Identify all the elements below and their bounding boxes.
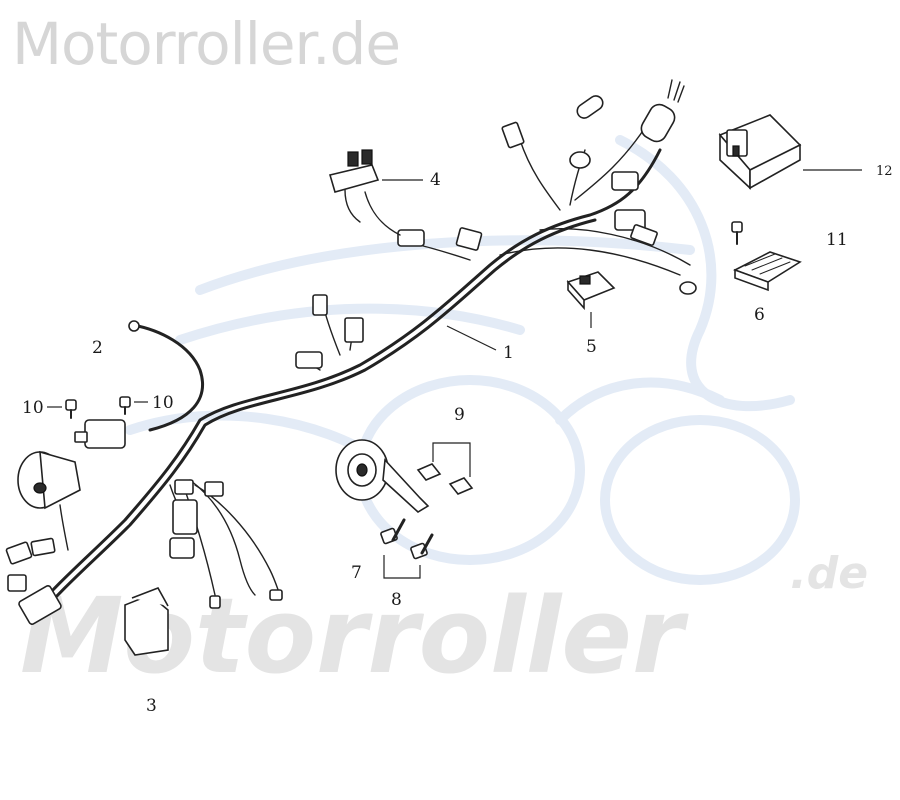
connector-m [174, 479, 194, 495]
part-4-starter-relay [328, 149, 401, 236]
part-12-cdi-unit [718, 114, 802, 190]
connector-k [576, 95, 604, 119]
main-wiring-harness [28, 119, 691, 622]
left-end-connectors [5, 537, 62, 625]
watermark-bottom-suffix: .de [790, 548, 868, 599]
connector-j [569, 151, 591, 169]
part-6-regulator [733, 251, 802, 292]
connector-d [397, 229, 425, 247]
connector-i [501, 121, 525, 149]
callout-9: 9 [454, 405, 465, 425]
callout-11: 11 [826, 230, 848, 250]
headlight-switch-assembly [17, 450, 81, 551]
connector-l [640, 103, 676, 143]
connector-g [630, 224, 658, 246]
connector-c [312, 294, 328, 316]
part-11-bolt [731, 221, 743, 245]
part-7-8-bolts [380, 518, 434, 560]
callout-2: 2 [92, 338, 103, 358]
wire-ends [667, 79, 685, 103]
callout-1: 1 [503, 343, 514, 363]
harness-connectors [174, 79, 697, 609]
part-9-clips [416, 463, 474, 495]
connector-h [611, 171, 639, 191]
part-10-bolts [65, 396, 131, 419]
callout-12: 12 [876, 164, 893, 179]
connector-b [344, 317, 364, 343]
connector-q [679, 281, 697, 295]
callout-3: 3 [146, 696, 157, 716]
connector-p [269, 589, 283, 601]
callout-6: 6 [754, 305, 765, 325]
watermark-bottom: Motorroller [20, 575, 689, 697]
leader-lines [47, 169, 862, 579]
connector-o [209, 595, 221, 609]
part-2-ignition-coil [74, 320, 205, 449]
part-3-rubber-cover [124, 587, 169, 656]
callout-5: 5 [586, 337, 597, 357]
relay-center [169, 499, 198, 559]
callout-10-right: 10 [152, 393, 174, 413]
callout-10-left: 10 [22, 398, 44, 418]
watermark-top: Motorroller.de [12, 10, 401, 78]
connector-a [295, 351, 323, 369]
callout-8: 8 [391, 590, 402, 610]
callout-4: 4 [430, 170, 441, 190]
horn [335, 439, 430, 513]
connector-n [204, 481, 224, 497]
callout-7: 7 [351, 563, 362, 583]
connector-e [455, 227, 483, 251]
callout-labels: 1 2 3 4 5 6 7 8 9 10 10 11 12 [22, 164, 893, 716]
part-5-flasher-relay [566, 271, 616, 311]
